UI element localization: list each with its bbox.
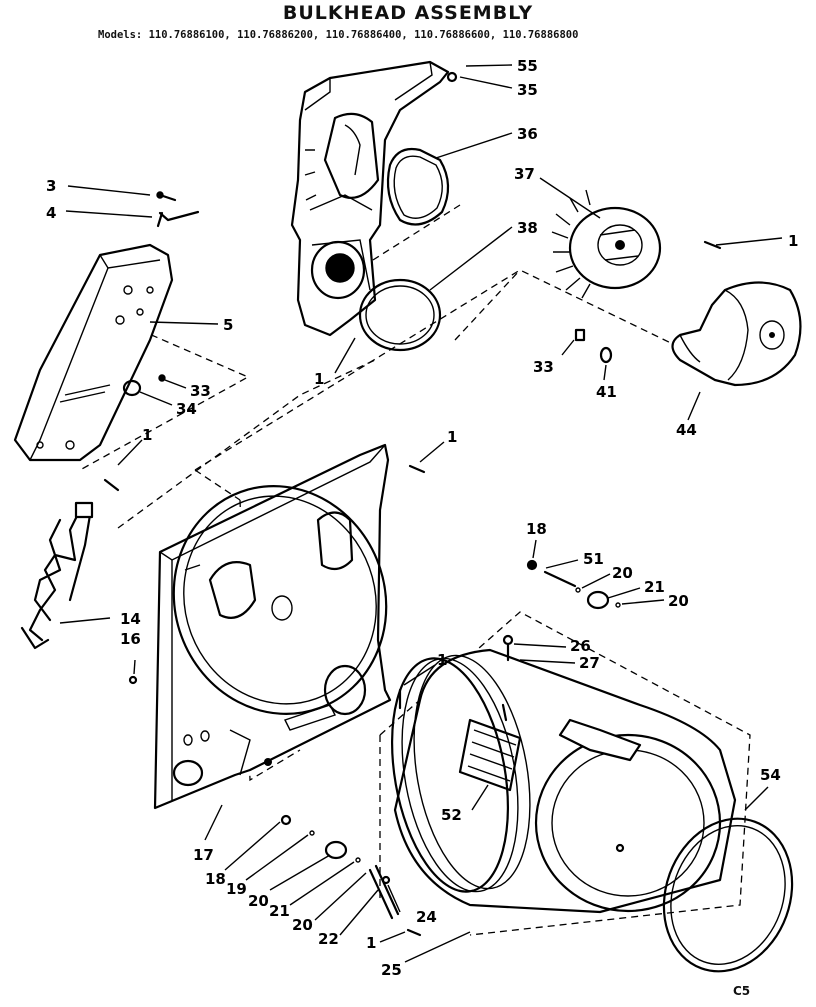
callout-26: 26 bbox=[570, 637, 591, 655]
screw-16 bbox=[128, 675, 138, 685]
gasket-36 bbox=[386, 147, 450, 226]
callout-14: 14 bbox=[120, 610, 141, 628]
screw-1-panel bbox=[103, 478, 120, 492]
callout-1-duct: 1 bbox=[314, 370, 324, 388]
callout-21-lower: 21 bbox=[269, 902, 290, 920]
callout-16: 16 bbox=[120, 630, 141, 648]
callout-44: 44 bbox=[676, 421, 697, 439]
callout-21-upper: 21 bbox=[644, 578, 665, 596]
callout-52: 52 bbox=[441, 806, 462, 824]
roller-parts-upper bbox=[526, 559, 621, 610]
model-numbers: Models: 110.76886100, 110.76886200, 110.… bbox=[98, 29, 579, 41]
callout-18-upper: 18 bbox=[526, 520, 547, 538]
callout-22: 22 bbox=[318, 930, 339, 948]
callout-54: 54 bbox=[760, 766, 781, 784]
screw-33-center bbox=[574, 328, 586, 342]
callout-33-left: 33 bbox=[190, 382, 211, 400]
seal-54 bbox=[662, 817, 794, 973]
callout-25: 25 bbox=[381, 961, 402, 979]
leader-lines bbox=[59, 64, 783, 963]
clip-4 bbox=[156, 210, 200, 228]
clip-34 bbox=[122, 379, 142, 397]
callout-20-upper-a: 20 bbox=[612, 564, 633, 582]
callout-20-lower-b: 20 bbox=[292, 916, 313, 934]
callout-19: 19 bbox=[226, 880, 247, 898]
callout-1-panel: 1 bbox=[142, 426, 152, 444]
harness-14 bbox=[20, 501, 94, 650]
callout-1-drum: 1 bbox=[437, 651, 447, 669]
callout-20-lower-a: 20 bbox=[248, 892, 269, 910]
panel-5 bbox=[13, 243, 174, 462]
callout-5: 5 bbox=[223, 316, 233, 334]
callout-1-blower: 1 bbox=[788, 232, 798, 250]
page-code: C5 bbox=[733, 984, 751, 998]
callout-labels: 55 35 36 37 38 1 3 4 5 33 34 1 1 33 41 4… bbox=[46, 57, 798, 979]
callout-36: 36 bbox=[517, 125, 538, 143]
blower-wheel-37 bbox=[551, 189, 662, 299]
drum-25 bbox=[390, 634, 737, 914]
callout-35: 35 bbox=[517, 81, 538, 99]
callout-51: 51 bbox=[583, 550, 604, 568]
callout-1-bulkhead: 1 bbox=[447, 428, 457, 446]
duct-housing bbox=[290, 60, 450, 337]
callout-55: 55 bbox=[517, 57, 538, 75]
screw-1-blower bbox=[703, 240, 722, 250]
callout-27: 27 bbox=[579, 654, 600, 672]
callout-41: 41 bbox=[596, 383, 617, 401]
nut-41 bbox=[599, 346, 613, 364]
callout-33-center: 33 bbox=[533, 358, 554, 376]
blower-housing-44 bbox=[671, 281, 802, 387]
seal-38 bbox=[358, 278, 442, 352]
nut-35 bbox=[446, 71, 458, 83]
callout-34: 34 bbox=[176, 400, 197, 418]
callout-3: 3 bbox=[46, 177, 56, 195]
callout-17: 17 bbox=[193, 846, 214, 864]
screw-33-left bbox=[158, 374, 166, 382]
callout-1-bottom: 1 bbox=[366, 934, 376, 952]
roller-parts-lower bbox=[280, 814, 422, 937]
callout-38: 38 bbox=[517, 219, 538, 237]
diagram-title: BULKHEAD ASSEMBLY bbox=[282, 2, 534, 24]
bulkhead-17 bbox=[153, 443, 392, 810]
callout-18-lower: 18 bbox=[205, 870, 226, 888]
screw-1-bulkhead bbox=[408, 464, 426, 474]
callout-4: 4 bbox=[46, 204, 56, 222]
callout-24: 24 bbox=[416, 908, 437, 926]
callout-37: 37 bbox=[514, 165, 535, 183]
screw-3 bbox=[156, 191, 177, 202]
callout-20-upper-b: 20 bbox=[668, 592, 689, 610]
